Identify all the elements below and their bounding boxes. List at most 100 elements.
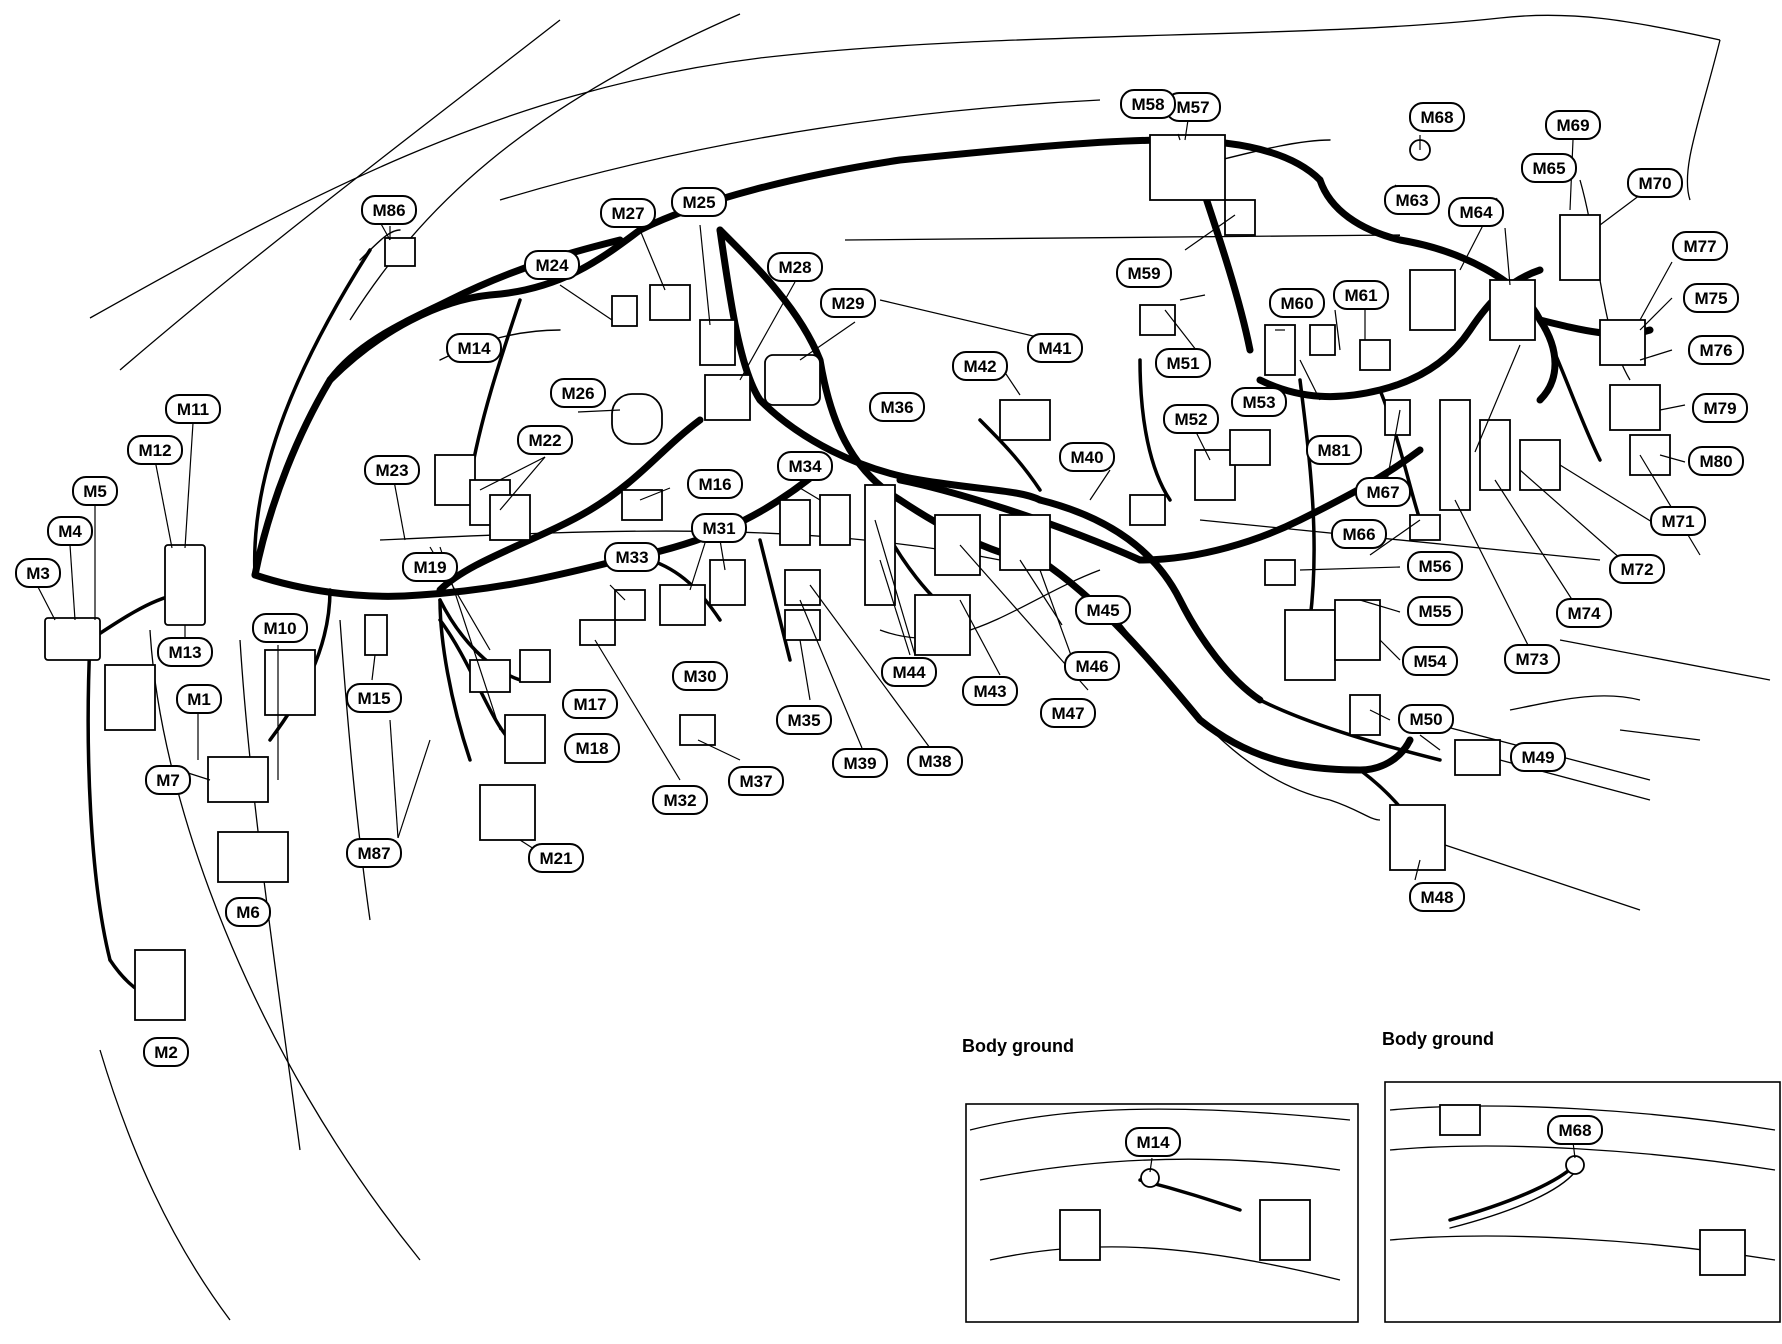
callout-frame — [524, 250, 580, 280]
callout-frame — [1683, 283, 1739, 313]
callout-label: M34 — [788, 457, 822, 476]
callout-frame — [1510, 742, 1566, 772]
callout-frame — [528, 843, 584, 873]
callout-m51: M51 — [1155, 348, 1211, 378]
callout-m5: M5 — [72, 476, 118, 506]
callout-m33: M33 — [604, 542, 660, 572]
callout-label: M31 — [702, 519, 735, 538]
callout-label: M14 — [1136, 1133, 1170, 1152]
callout-frame — [47, 516, 93, 546]
callout-m37: M37 — [728, 766, 784, 796]
callout-m14: M14 — [446, 333, 502, 363]
callout-label: M64 — [1459, 203, 1493, 222]
callout-label: M16 — [698, 475, 731, 494]
callout-m47: M47 — [1040, 698, 1096, 728]
callout-label: M25 — [682, 193, 715, 212]
callout-frame — [1409, 102, 1465, 132]
connectors — [44, 134, 1671, 1021]
callout-label: M27 — [611, 204, 644, 223]
callout-m66: M66 — [1331, 519, 1387, 549]
callout-m67: M67 — [1355, 477, 1411, 507]
callout-frame — [1688, 446, 1744, 476]
callout-label: M55 — [1418, 602, 1451, 621]
callout-label: M87 — [357, 844, 390, 863]
callout-m7: M7 — [145, 765, 191, 795]
callout-m22: M22 — [517, 425, 573, 455]
callout-label: M60 — [1280, 294, 1313, 313]
callout-label: M41 — [1038, 339, 1071, 358]
callout-m69: M69 — [1545, 110, 1601, 140]
inset-body-ground-right — [1384, 1081, 1781, 1323]
callout-frame — [1692, 393, 1748, 423]
callout-frame — [1609, 554, 1665, 584]
callout-m23: M23 — [364, 455, 420, 485]
callout-m10: M10 — [252, 613, 308, 643]
callout-frame — [1155, 348, 1211, 378]
callout-m73: M73 — [1504, 644, 1560, 674]
callout-label: M3 — [26, 564, 50, 583]
callout-m44: M44 — [881, 657, 937, 687]
callout-frame — [1306, 435, 1362, 465]
callout-m53: M53 — [1231, 387, 1287, 417]
callout-m55: M55 — [1407, 596, 1463, 626]
callout-label: M45 — [1086, 601, 1119, 620]
callout-frame — [1504, 644, 1560, 674]
callout-m54: M54 — [1402, 646, 1458, 676]
callout-m61: M61 — [1333, 280, 1389, 310]
callout-m71: M71 — [1650, 506, 1706, 536]
callout-label: M11 — [177, 400, 209, 419]
callout-frame — [252, 613, 308, 643]
callout-frame — [1059, 442, 1115, 472]
callout-label: M35 — [787, 711, 820, 730]
callout-label: M53 — [1242, 393, 1275, 412]
callout-label: M4 — [58, 522, 82, 541]
callout-frame — [604, 542, 660, 572]
callout-frame — [1545, 110, 1601, 140]
callout-frame — [562, 689, 618, 719]
callout-frame — [176, 684, 222, 714]
callout-label: M75 — [1694, 289, 1727, 308]
callout-frame — [15, 558, 61, 588]
callout-frame — [1688, 335, 1744, 365]
callout-frame — [869, 392, 925, 422]
callout-frame — [1231, 387, 1287, 417]
callout-label: M44 — [892, 663, 926, 682]
callout-label: M15 — [357, 689, 390, 708]
callout-m31: M31 — [691, 513, 747, 543]
callout-frame — [364, 455, 420, 485]
callout-m30: M30 — [672, 661, 728, 691]
callout-m11: M11 — [165, 394, 221, 424]
callout-label: M42 — [963, 357, 996, 376]
callout-m76: M76 — [1688, 335, 1744, 365]
callout-m12: M12 — [127, 435, 183, 465]
callout-frame — [165, 394, 221, 424]
callout-label: M57 — [1176, 98, 1209, 117]
callout-frame — [1064, 651, 1120, 681]
callout-frame — [1407, 551, 1463, 581]
callout-m63: M63 — [1384, 185, 1440, 215]
callout-m34: M34 — [777, 451, 833, 481]
callout-m4: M4 — [47, 516, 93, 546]
callout-label: M80 — [1699, 452, 1732, 471]
callout-frame — [691, 513, 747, 543]
callout-frame — [1333, 280, 1389, 310]
callout-frame — [1040, 698, 1096, 728]
callout-label: M17 — [573, 695, 606, 714]
callout-frame — [1075, 595, 1131, 625]
callout-frame — [550, 378, 606, 408]
callout-m36: M36 — [869, 392, 925, 422]
callout-m35: M35 — [776, 705, 832, 735]
inset-caption-right: Body ground — [1382, 1029, 1494, 1049]
callout-m27: M27 — [600, 198, 656, 228]
callout-frame — [517, 425, 573, 455]
callout-m2: M2 — [143, 1037, 189, 1067]
callout-label: M23 — [375, 461, 408, 480]
callout-frame — [225, 897, 271, 927]
callout-label: M72 — [1620, 560, 1653, 579]
callout-frame — [1556, 598, 1612, 628]
callout-frame — [1125, 1127, 1181, 1157]
callout-frame — [1409, 882, 1465, 912]
callout-frame — [1672, 231, 1728, 261]
callout-label: M24 — [535, 256, 569, 275]
callout-label: M14 — [457, 339, 491, 358]
